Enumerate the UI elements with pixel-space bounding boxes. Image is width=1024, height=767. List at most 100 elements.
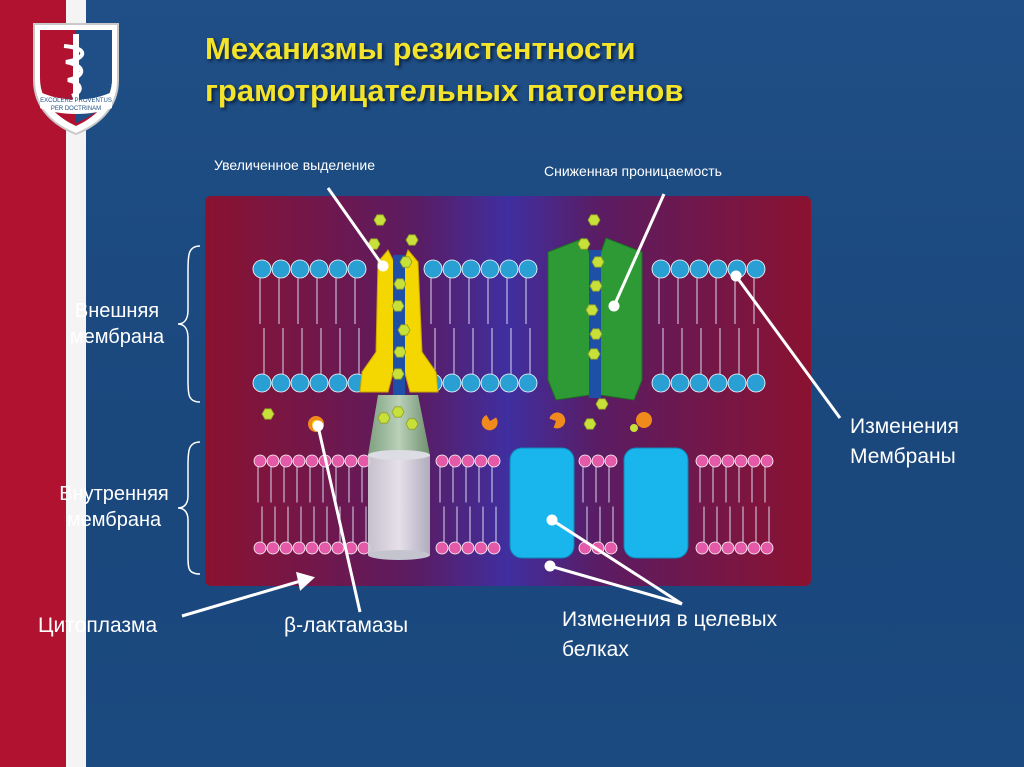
outer-membrane-tails	[259, 278, 759, 374]
lipid-head	[331, 541, 345, 555]
target-changes-line-1: Изменения в целевых	[562, 608, 778, 631]
antibiotic-hexagon	[377, 412, 391, 424]
antibiotic-hexagon	[589, 280, 603, 292]
label-cytoplasm: Цитоплазма	[38, 614, 158, 637]
lipid-head	[578, 454, 592, 468]
lipid-head	[448, 541, 462, 555]
lipid-head	[721, 454, 735, 468]
lipid-head	[328, 373, 348, 393]
serpent-icon	[63, 44, 85, 98]
antibiotic-hexagon	[405, 418, 419, 430]
lipid-head	[309, 259, 329, 279]
staff-icon	[73, 34, 79, 104]
label-target-changes: Изменения в целевых белках	[562, 605, 777, 665]
title-line-1: Механизмы резистентности	[205, 31, 636, 66]
lipid-head	[727, 373, 747, 393]
antibiotic-hexagon	[399, 256, 413, 268]
inner-membrane-line-2: мембрана	[66, 509, 162, 531]
pointer-lines	[181, 187, 842, 618]
porin-channel	[547, 237, 643, 401]
lipid-head	[721, 541, 735, 555]
lipid-head	[347, 259, 367, 279]
lipid-head	[252, 259, 272, 279]
antibiotic-hexagon	[405, 234, 419, 246]
lipid-head	[435, 454, 449, 468]
lipid-head	[708, 454, 722, 468]
lipid-head	[344, 454, 358, 468]
lipid-head	[292, 541, 306, 555]
lipid-head	[747, 541, 761, 555]
label-reduced-permeability: Сниженная проницаемость	[544, 163, 722, 179]
lipid-head	[604, 541, 618, 555]
university-logo: EXCOLERE PROVENTUS PER DOCTRINAM	[33, 23, 119, 136]
lipid-head	[442, 373, 462, 393]
lipid-head	[591, 454, 605, 468]
lipid-head	[461, 454, 475, 468]
lipid-head	[499, 373, 519, 393]
antibiotic-hexagon	[391, 300, 405, 312]
lipid-head	[309, 373, 329, 393]
lipid-head	[266, 541, 280, 555]
lipid-head	[252, 373, 272, 393]
lipid-head	[279, 454, 293, 468]
lipid-head	[487, 454, 501, 468]
lipid-head	[746, 259, 766, 279]
antibiotic-hexagon	[373, 214, 387, 226]
antibiotic-hexagon	[589, 328, 603, 340]
antibiotic-molecules	[261, 214, 609, 430]
lipid-head	[689, 373, 709, 393]
lipid-head	[279, 541, 293, 555]
antibiotic-hexagon	[587, 214, 601, 226]
antibiotic-hexagon	[261, 408, 275, 420]
inner-membrane-bracket	[177, 441, 201, 575]
lipid-head	[290, 373, 310, 393]
lipid-head	[448, 454, 462, 468]
target-changes-line-2: белках	[562, 638, 629, 661]
label-membrane-changes: Изменения Мембраны	[850, 412, 959, 472]
target-protein-1	[509, 447, 575, 559]
lipid-head	[670, 373, 690, 393]
lipid-head	[708, 259, 728, 279]
title-line-2: грамотрицательных патогенов	[205, 73, 684, 108]
antibiotic-hexagon	[591, 256, 605, 268]
lipid-head	[328, 259, 348, 279]
lipid-head	[435, 541, 449, 555]
lipid-head	[461, 541, 475, 555]
antibiotic-hexagon	[595, 398, 609, 410]
lipid-head	[746, 373, 766, 393]
lipid-head	[689, 259, 709, 279]
lipid-head	[708, 541, 722, 555]
inner-membrane-line-1: Внутренняя	[59, 483, 169, 505]
lipid-head	[760, 454, 774, 468]
antibiotic-hexagon	[391, 368, 405, 380]
lipid-head	[331, 454, 345, 468]
lipid-head	[651, 373, 671, 393]
antibiotic-hexagon	[393, 346, 407, 358]
label-inner-membrane: Внутренняя мембрана	[44, 481, 184, 533]
red-stripe	[0, 0, 66, 767]
lipid-head	[695, 541, 709, 555]
lipid-head	[253, 541, 267, 555]
lipid-head	[271, 259, 291, 279]
lipid-head	[474, 454, 488, 468]
membrane-changes-line-2: Мембраны	[850, 445, 956, 468]
lipid-head	[708, 373, 728, 393]
lipid-head	[760, 541, 774, 555]
lipid-head	[518, 259, 538, 279]
lipid-head	[271, 373, 291, 393]
lipid-head	[292, 454, 306, 468]
lipid-head	[734, 541, 748, 555]
inner-membrane-tails	[257, 467, 770, 542]
outer-membrane-bracket	[177, 245, 201, 403]
slide-title: Механизмы резистентности грамотрицательн…	[205, 28, 683, 112]
logo-motto-2: PER DOCTRINAM	[51, 106, 101, 112]
label-increased-efflux: Увеличенное выделение	[214, 157, 375, 173]
lipid-head	[604, 454, 618, 468]
lipid-head	[487, 541, 501, 555]
antibiotic-hexagon	[393, 278, 407, 290]
beta-lactamase-channel	[368, 395, 430, 560]
antibiotic-hexagon	[585, 304, 599, 316]
target-protein-2	[623, 447, 689, 559]
lipid-head	[442, 259, 462, 279]
